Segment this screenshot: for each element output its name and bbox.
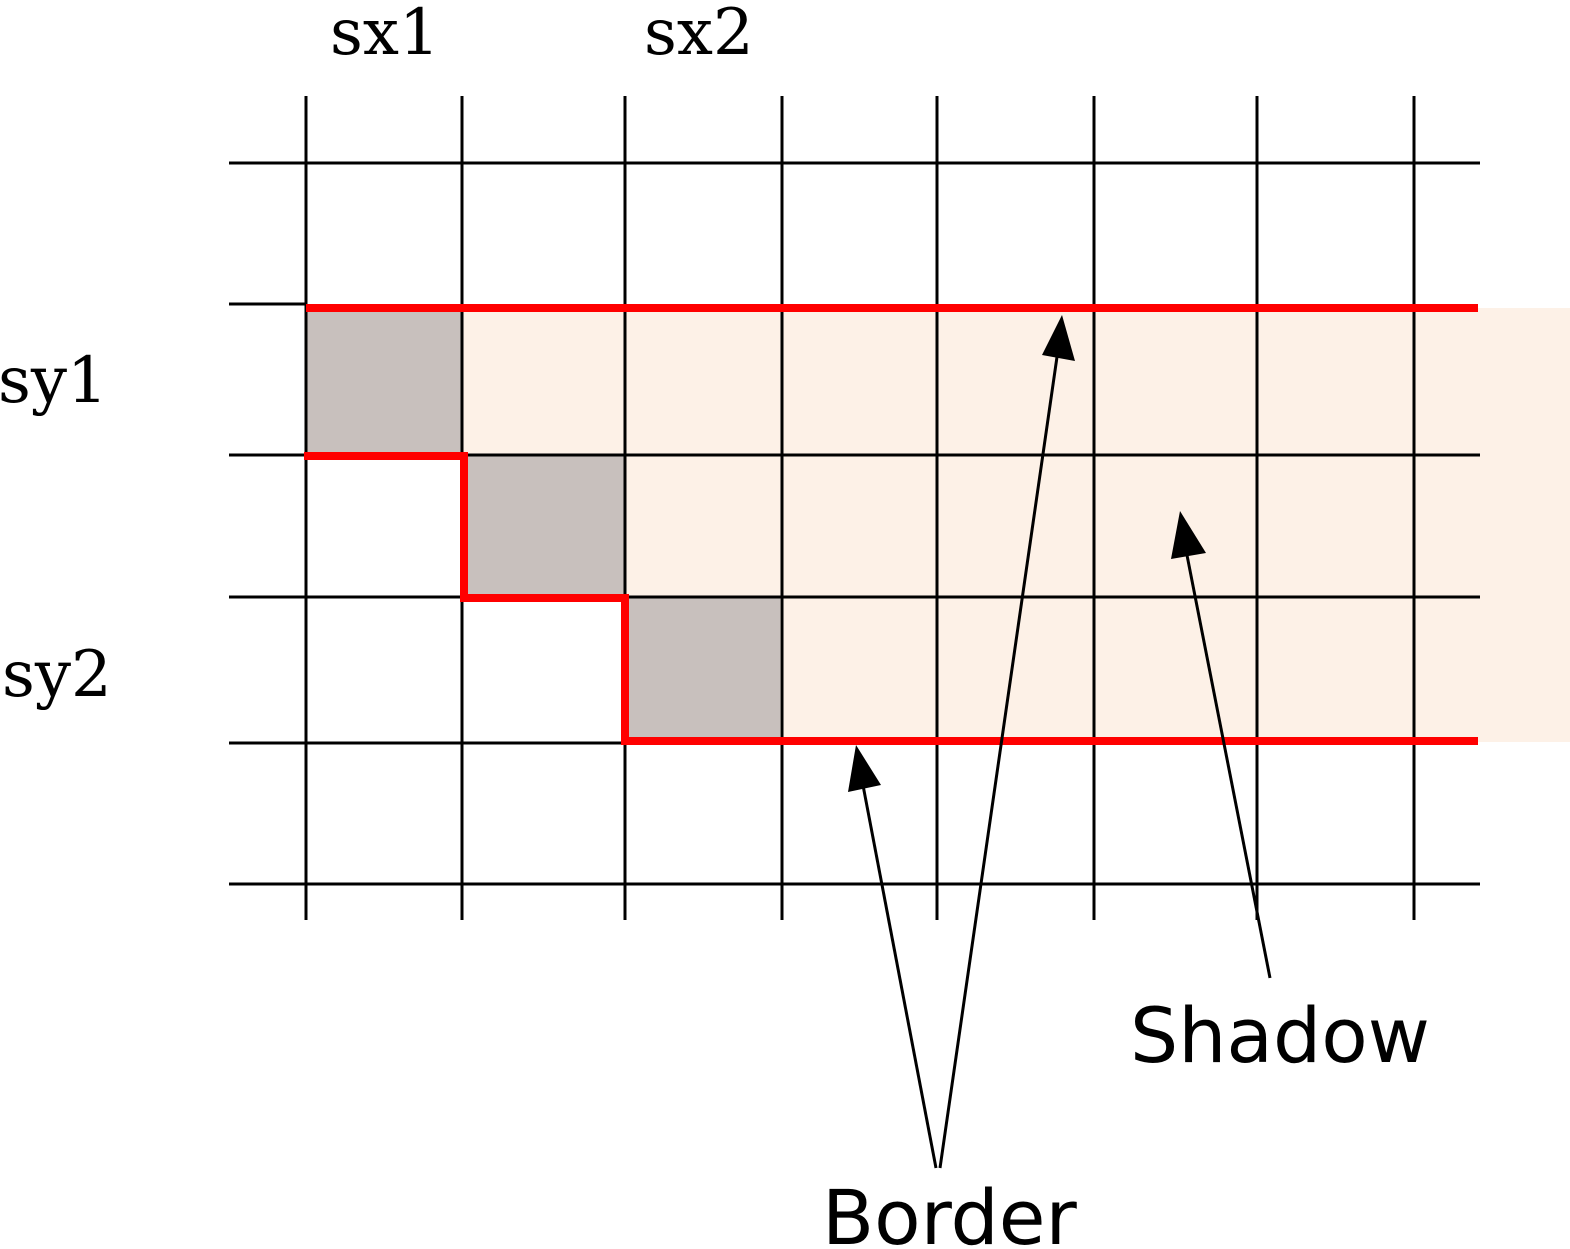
arrowhead-icon bbox=[848, 745, 881, 792]
border-staircase-line bbox=[304, 452, 1478, 745]
arrowhead-icon bbox=[1171, 511, 1206, 559]
shadow-region bbox=[462, 308, 1570, 742]
label-sx1: sx1 bbox=[330, 0, 440, 70]
label-sy1: sy1 bbox=[0, 344, 108, 418]
shadow-area bbox=[462, 308, 1570, 742]
label-sy2: sy2 bbox=[2, 638, 112, 712]
blocked-cell-3 bbox=[625, 597, 780, 742]
labels: sx1 sx2 sy1 sy2 Shadow Border bbox=[0, 0, 1430, 1249]
arrowhead-icon bbox=[1042, 315, 1075, 361]
shadow-border bbox=[304, 304, 1478, 745]
blocked-cell-1 bbox=[306, 308, 462, 455]
blocked-cell-2 bbox=[462, 455, 625, 597]
label-shadow: Shadow bbox=[1130, 991, 1430, 1080]
blocked-cells bbox=[306, 308, 780, 742]
border-arrow-top bbox=[938, 349, 1060, 1169]
shadow-arrow bbox=[1183, 544, 1272, 979]
label-sx2: sx2 bbox=[644, 0, 754, 70]
border-arrow-bottom bbox=[860, 779, 938, 1169]
label-border: Border bbox=[822, 1173, 1078, 1249]
annotation-arrows bbox=[848, 315, 1272, 1169]
